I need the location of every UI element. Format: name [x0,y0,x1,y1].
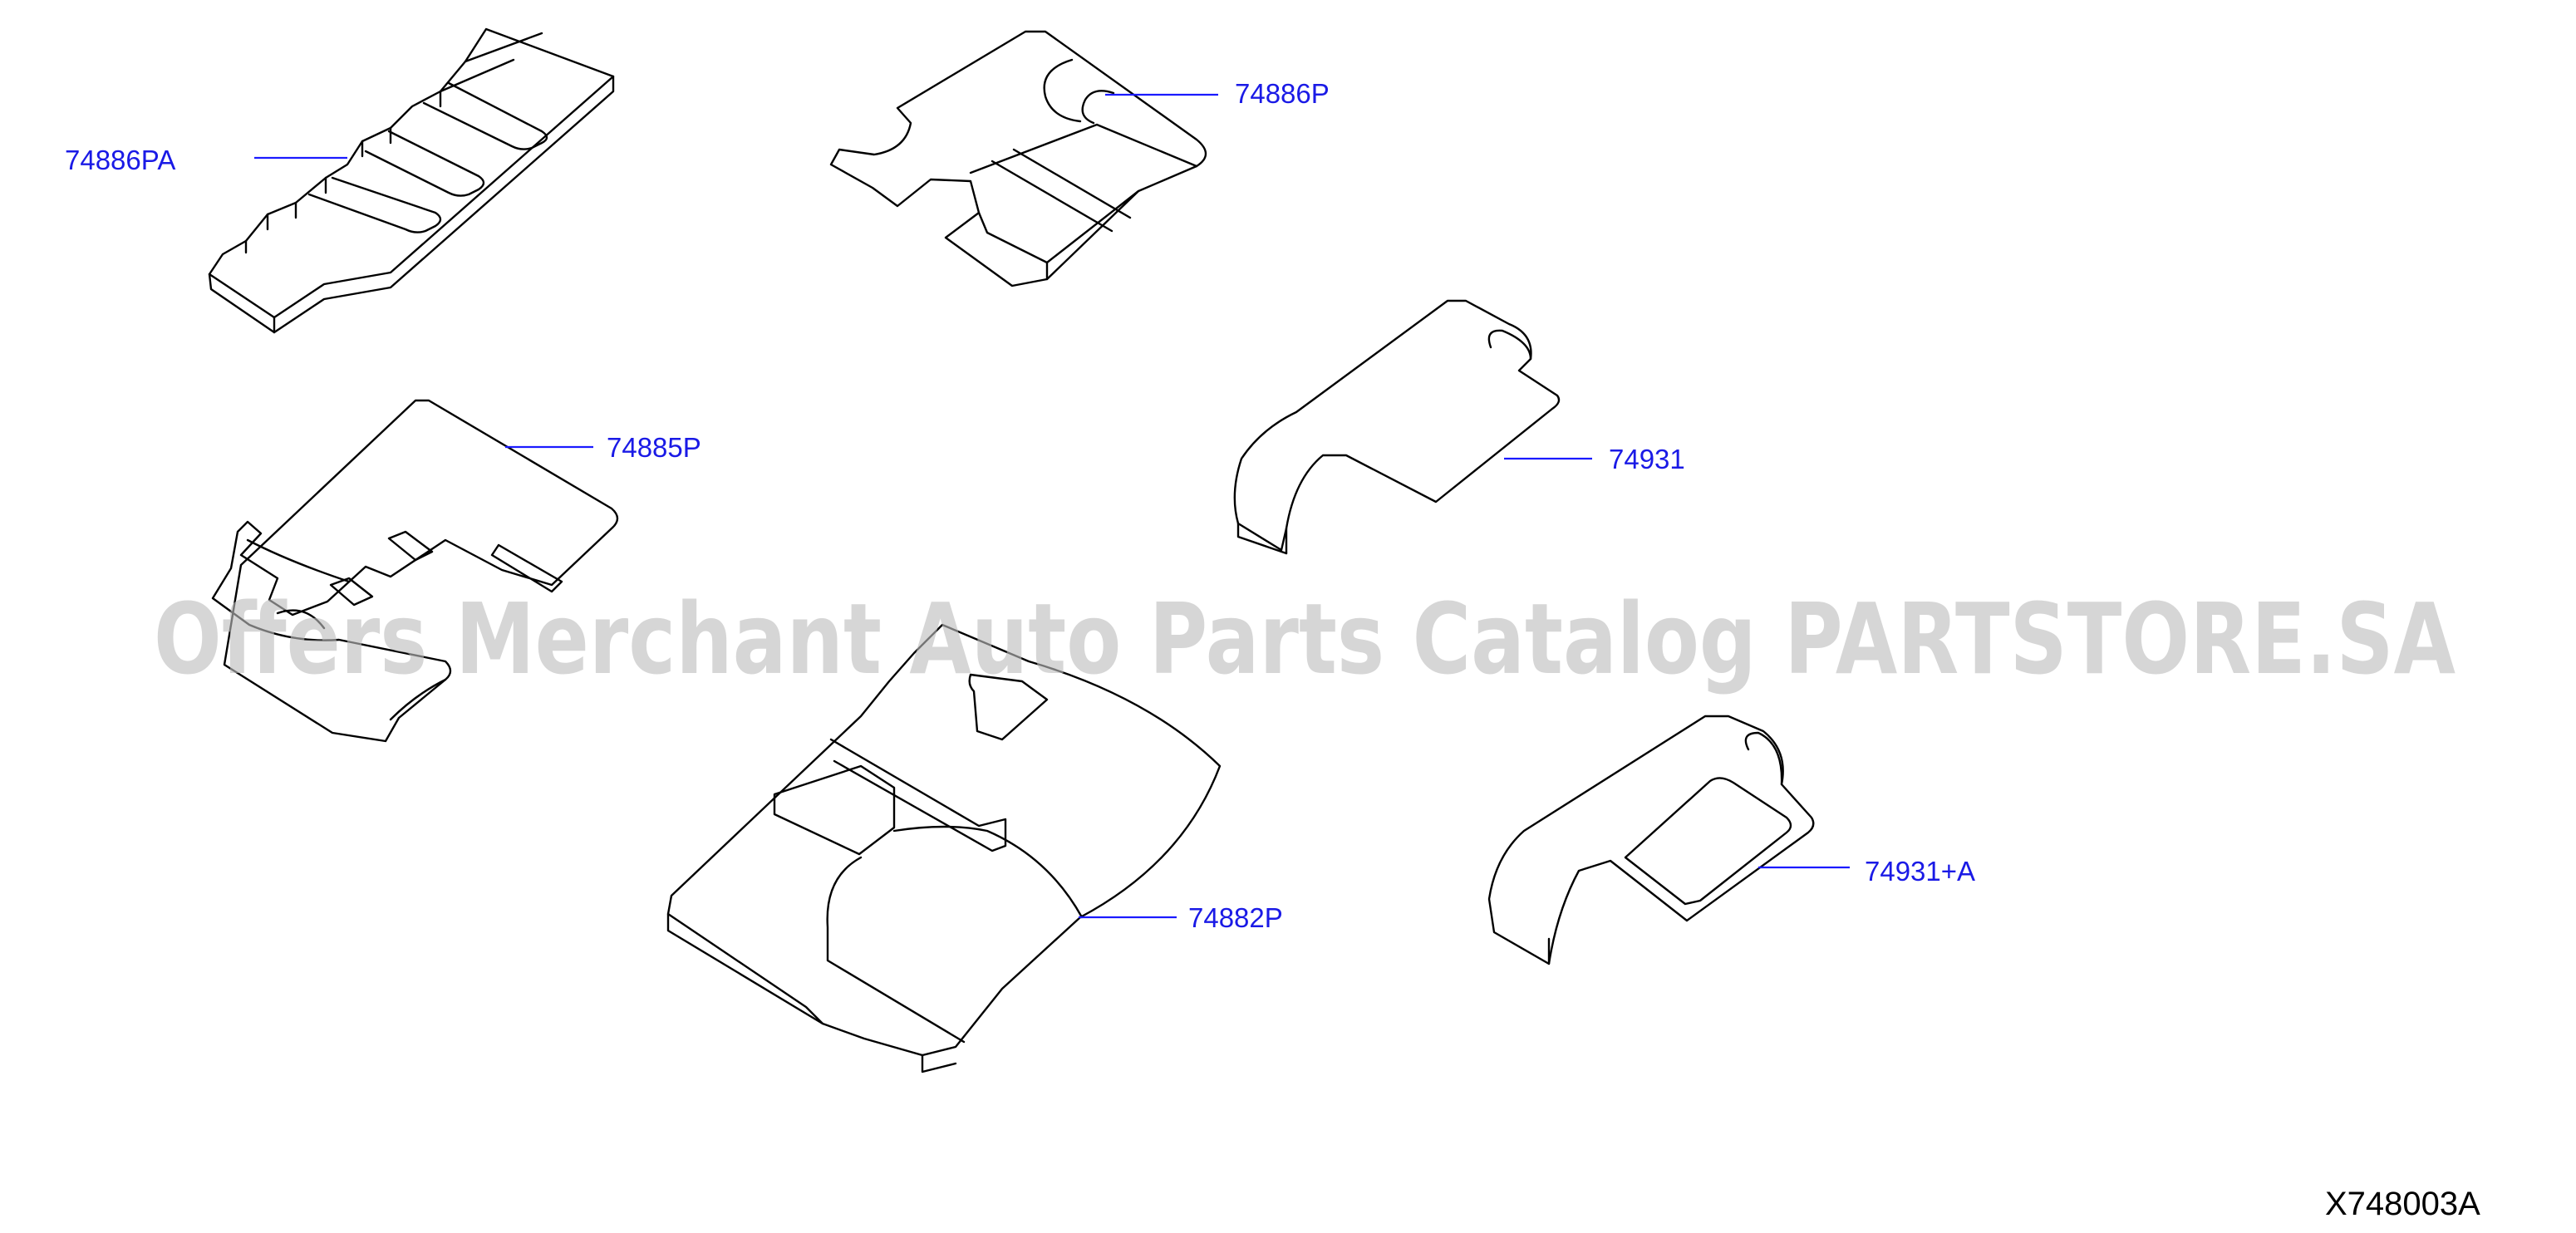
part-74885P[interactable] [211,399,619,743]
callout-labels: 74886PA 74886P 74885P 74931 74882P 74931… [65,78,1975,933]
diagram-code: X748003A [2325,1186,2480,1222]
label-74931[interactable]: 74931 [1609,444,1685,474]
label-74882P[interactable]: 74882P [1188,902,1283,933]
label-74886PA[interactable]: 74886PA [65,145,175,175]
part-74886PA[interactable] [208,27,615,334]
label-74885P[interactable]: 74885P [607,432,701,463]
label-74886P[interactable]: 74886P [1235,78,1330,109]
watermark: Offers Merchant Auto Parts Catalog PARTS… [154,582,2456,696]
label-74931-A[interactable]: 74931+A [1865,856,1975,887]
part-74882P[interactable] [666,623,1222,1073]
part-74886P[interactable] [829,30,1207,287]
part-74931[interactable] [1233,299,1561,555]
part-74931-A[interactable] [1487,715,1815,965]
leader-lines [254,93,1850,919]
